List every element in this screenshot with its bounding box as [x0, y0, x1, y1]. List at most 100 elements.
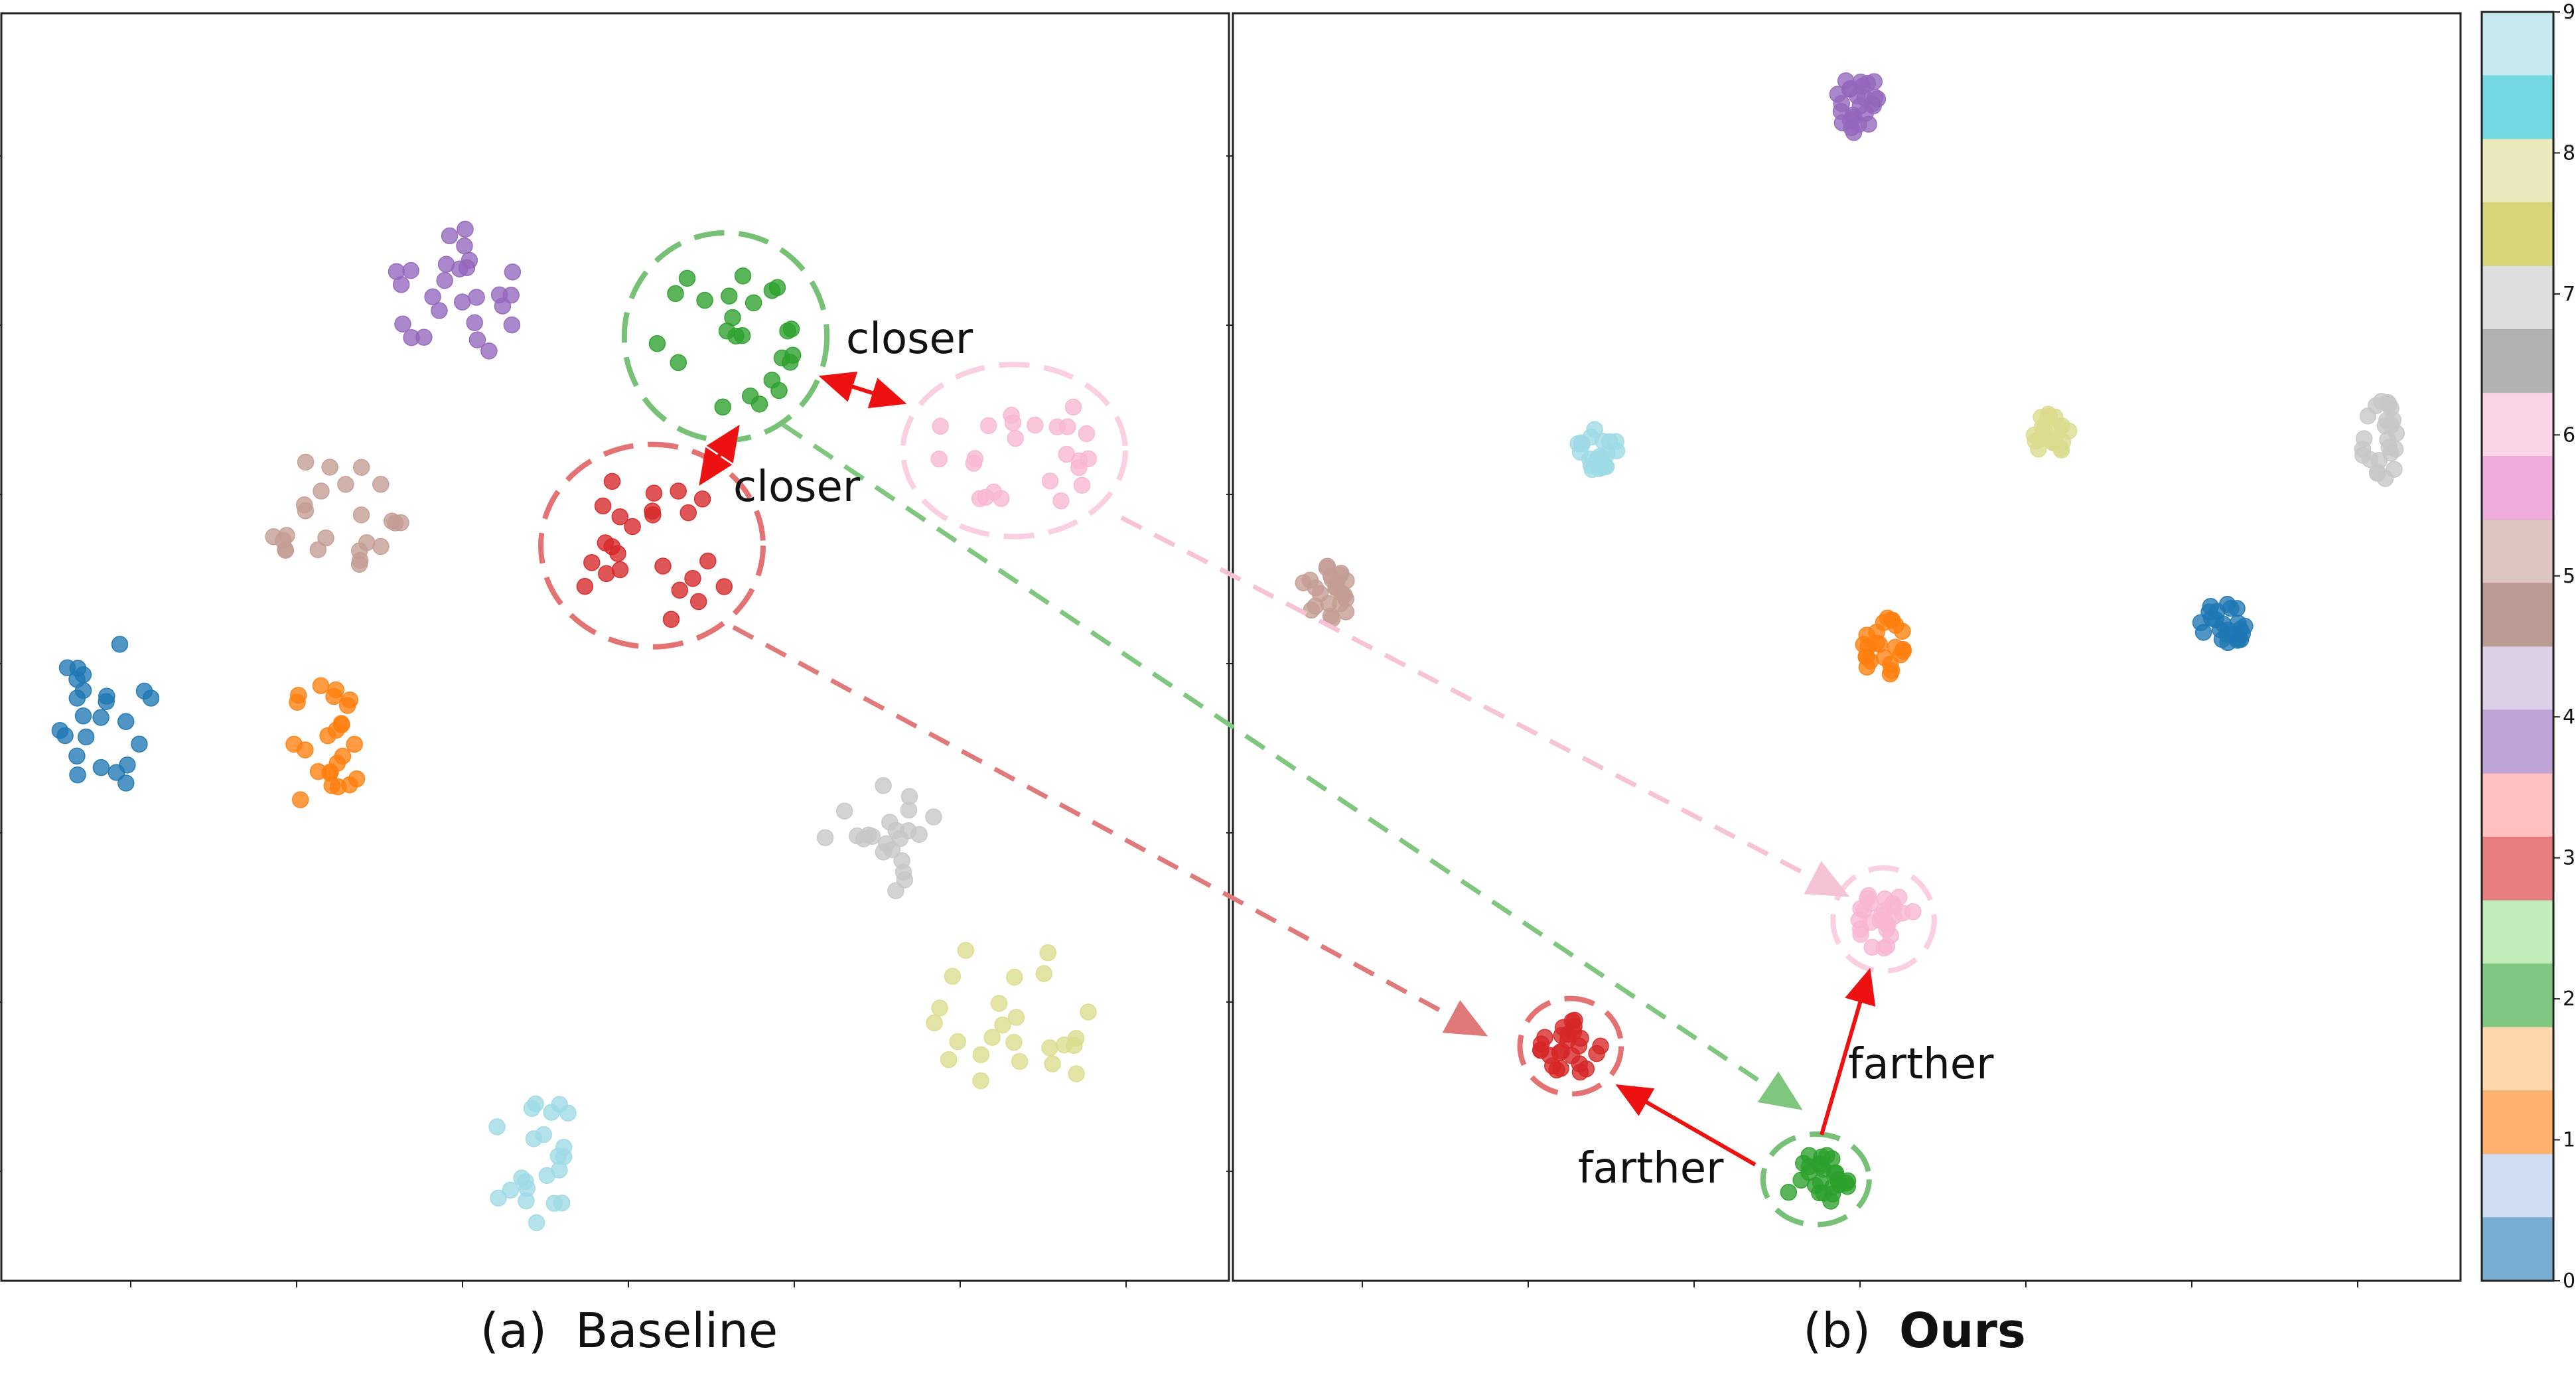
point-class-7 [925, 808, 942, 826]
point-class-2 [1813, 1148, 1831, 1166]
point-class-5 [337, 476, 354, 493]
point-class-0 [92, 709, 109, 726]
point-class-8 [940, 1051, 958, 1068]
point-class-9 [490, 1189, 507, 1207]
point-class-3 [693, 490, 711, 508]
point-class-3 [1543, 1057, 1561, 1074]
point-class-0 [2234, 625, 2252, 642]
point-class-3 [680, 504, 697, 522]
point-class-5 [1303, 601, 1321, 619]
point-class-4 [392, 276, 410, 293]
point-class-9 [555, 1148, 573, 1165]
farther-arrow-green-pink [1820, 968, 1876, 1135]
point-class-8 [983, 1029, 1001, 1046]
point-class-8 [994, 1016, 1011, 1034]
colorbar-band [2482, 709, 2553, 774]
point-class-4 [1829, 86, 1847, 103]
point-class-3 [1532, 1042, 1549, 1059]
colorbar-band [2482, 12, 2553, 76]
point-class-2 [763, 372, 781, 389]
point-class-0 [74, 682, 92, 699]
point-class-1 [346, 735, 363, 753]
colorbar-tick-label: 3 [2563, 847, 2575, 870]
point-class-2 [670, 354, 687, 372]
point-class-6 [1064, 398, 1082, 416]
point-class-6 [1873, 907, 1890, 924]
point-class-7 [855, 830, 873, 847]
point-class-7 [816, 829, 834, 846]
point-class-9 [528, 1214, 545, 1232]
point-class-3 [594, 497, 612, 515]
point-class-1 [297, 741, 314, 759]
point-class-5 [352, 506, 370, 524]
point-class-0 [117, 713, 135, 731]
point-class-9 [538, 1167, 556, 1185]
point-class-0 [131, 735, 148, 753]
point-class-5 [383, 512, 401, 530]
point-class-7 [835, 802, 853, 820]
point-class-2 [667, 285, 684, 303]
point-class-5 [372, 476, 390, 493]
point-class-5 [313, 482, 330, 500]
point-class-2 [1792, 1171, 1810, 1189]
colorbar-band [2482, 1217, 2553, 1281]
dashed-circle-class-6 [1830, 865, 1937, 974]
panel-b-points [1295, 72, 2405, 1210]
point-class-7 [2386, 461, 2403, 478]
panel-b-frame [1232, 12, 2462, 1282]
point-class-1 [1895, 640, 1912, 658]
point-class-6 [1070, 452, 1088, 469]
point-class-3 [603, 472, 621, 490]
point-class-9 [1608, 442, 1626, 460]
panel-ours [1226, 12, 2462, 1287]
correspondence-arrows [732, 423, 1850, 1110]
point-class-9 [1586, 421, 1603, 438]
point-class-8 [1007, 1009, 1025, 1026]
point-class-6 [1041, 472, 1059, 490]
point-class-4 [461, 252, 478, 269]
colorbar-band [2482, 456, 2553, 520]
farther-arrow-green-red [1615, 1084, 1756, 1167]
closer-arrow-green-pink [818, 371, 907, 409]
closer-arrow-green-red [699, 425, 740, 486]
point-class-3 [1563, 1012, 1581, 1030]
point-class-0 [77, 728, 95, 746]
colorbar-tick-label: 2 [2563, 987, 2575, 1011]
point-class-9 [535, 1126, 553, 1143]
point-class-1 [322, 763, 339, 781]
point-class-6 [1863, 938, 1881, 956]
point-class-3 [644, 506, 662, 524]
point-class-8 [1041, 1039, 1058, 1056]
point-class-8 [957, 942, 975, 959]
point-class-2 [782, 321, 800, 338]
annotation-farther-2: farther [1848, 1040, 1994, 1089]
link-arrow-class-3 [732, 624, 1488, 1037]
point-class-0 [2222, 599, 2240, 617]
point-class-3 [670, 482, 687, 500]
point-class-6 [932, 417, 949, 435]
colorbar-band [2482, 646, 2553, 711]
point-class-2 [773, 349, 791, 367]
dashed-circle-class-6 [900, 362, 1128, 540]
point-class-6 [930, 450, 948, 468]
point-class-9 [527, 1095, 544, 1113]
point-class-2 [714, 398, 731, 416]
colorbar-tick-label: 8 [2563, 141, 2575, 165]
point-class-4 [480, 342, 498, 360]
point-class-6 [979, 417, 997, 435]
point-class-3 [699, 552, 717, 570]
colorbar-band [2482, 265, 2553, 330]
point-class-9 [559, 1104, 577, 1122]
point-class-4 [431, 302, 448, 319]
point-class-5 [1323, 567, 1340, 585]
point-class-6 [1078, 425, 1096, 443]
point-class-1 [1875, 614, 1893, 631]
point-class-0 [111, 636, 129, 653]
point-class-4 [502, 287, 520, 304]
point-class-1 [291, 791, 309, 808]
point-class-7 [2367, 397, 2385, 415]
point-class-5 [350, 542, 368, 559]
point-class-3 [645, 484, 663, 502]
point-class-5 [321, 459, 338, 476]
point-class-8 [1005, 1033, 1023, 1051]
